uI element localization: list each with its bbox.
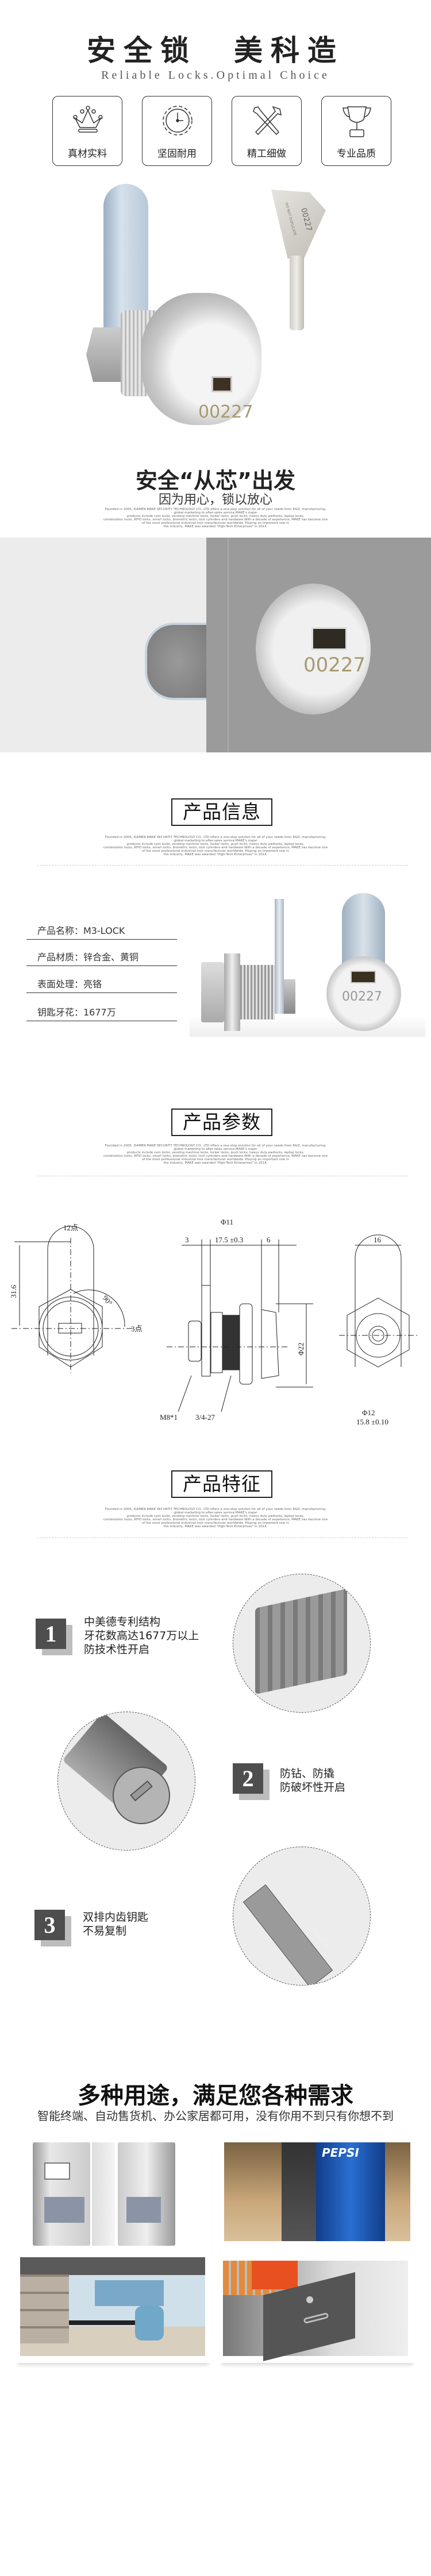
blurb-line: of the most professional industrial lock…: [142, 849, 289, 853]
dim-label: Φ12: [362, 1408, 375, 1417]
company-blurb: Founded in 2005, XIAMEN MAKE SECURITY TE…: [0, 836, 431, 856]
company-blurb: Founded in 2005, XIAMEN MAKE SECURITY TE…: [0, 508, 431, 528]
feature-text: 中美德专利结构 牙花数高达1677万以上 防技术性开启: [84, 1615, 199, 1656]
blurb-line: combination locks, RFID locks, smart loc…: [103, 518, 328, 522]
core-subtitle: 因为用心，锁以放心: [158, 493, 272, 507]
page-subtitle: Reliable Locks.Optimal Choice: [101, 69, 330, 82]
feature-text: 双排内齿钥匙 不易复制: [83, 1910, 148, 1938]
info-row-name: 产品名称：M3-LOCK: [26, 923, 177, 940]
double-row-key-image: MAKE: [233, 1847, 371, 1986]
blurb-line: of the most professional industrial lock…: [142, 1521, 289, 1525]
feature-line: 双排内齿钥匙: [83, 1911, 149, 1924]
blurb-line: products include cam locks, vending mach…: [126, 515, 305, 518]
blurb-line: global marketing to after-sales service.…: [174, 511, 257, 515]
blurb-line: combination locks, RFID locks, smart loc…: [103, 1154, 328, 1158]
blurb-line: products include cam locks, vending mach…: [126, 1151, 305, 1154]
dim-label: 17.5 ±0.3: [215, 1235, 243, 1244]
badge-durable: 坚固耐用: [142, 96, 212, 166]
company-blurb: Founded in 2005, XIAMEN MAKE SECURITY TE…: [0, 1144, 431, 1165]
dim-label: 3: [185, 1235, 189, 1244]
pin-structure-image: [233, 1574, 371, 1713]
blurb-line: Founded in 2005, XIAMEN MAKE SECURITY TE…: [105, 1508, 326, 1511]
dim-label: 6: [267, 1235, 271, 1244]
technical-drawing: 12点 31.6 90° 3点 Φ11 3 17.5 ±0.3 6 Φ22 M8…: [9, 1218, 420, 1424]
feature-line: 不易复制: [83, 1925, 127, 1937]
lock-number: 00227: [198, 402, 253, 422]
badge-label: 坚固耐用: [157, 148, 197, 160]
badge-label: 专业品质: [337, 148, 376, 160]
feature-line: 中美德专利结构: [84, 1616, 161, 1628]
dim-label: Φ11: [221, 1218, 233, 1226]
blurb-line: of the most professional industrial lock…: [142, 522, 289, 525]
section-title-params: 产品参数: [171, 1109, 272, 1136]
dim-label: 31.6: [9, 1285, 18, 1298]
uses-title: 多种用途，满足您各种需求: [78, 2083, 353, 2109]
blurb-line: Founded in 2005, XIAMEN MAKE SECURITY TE…: [105, 1144, 326, 1148]
blurb-line: products include cam locks, vending mach…: [126, 843, 305, 846]
feature-number: 1: [36, 1619, 66, 1649]
lock-number: 00227: [303, 654, 366, 677]
blurb-line: the industry, MAKE was awarded "High-Tec…: [163, 1525, 268, 1528]
blurb-line: the industry, MAKE was awarded "High-Tec…: [163, 1161, 268, 1165]
info-row-material: 产品材质：锌合金、黄铜: [26, 949, 177, 966]
feature-number: 3: [34, 1910, 65, 1940]
info-row-key-combos: 钥匙牙花：1677万: [26, 1005, 177, 1021]
blurb-line: global marketing to after-sales service.…: [174, 1511, 257, 1515]
feature-line: 牙花数高达1677万以上: [84, 1629, 199, 1642]
blurb-line: the industry, MAKE was awarded "High-Tec…: [163, 525, 268, 528]
badge-label: 精工细做: [247, 148, 286, 160]
dim-label: 15.8 ±0.10: [356, 1418, 388, 1424]
blurb-line: the industry, MAKE was awarded "High-Tec…: [163, 853, 268, 856]
hero-lock-image: 00227: [86, 184, 264, 437]
dim-label: Φ22: [297, 1342, 305, 1355]
uses-subtitle: 智能终端、自动售货机、办公家居都可用，没有你用不到只有你想不到: [37, 2109, 394, 2123]
dim-label: 3点: [131, 1324, 143, 1333]
lock-number: 00227: [342, 990, 382, 1004]
dim-label: 3/4-27: [195, 1413, 215, 1422]
divider: [37, 865, 408, 866]
dim-label: 90°: [101, 1293, 114, 1307]
blurb-line: combination locks, RFID locks, smart loc…: [103, 1518, 328, 1521]
company-blurb: Founded in 2005, XIAMEN MAKE SECURITY TE…: [0, 1508, 431, 1528]
dim-label: M8*1: [160, 1413, 178, 1422]
feature-line: 防钻、防撬: [280, 1767, 335, 1780]
crown-icon: [73, 106, 103, 133]
photo-atm: [16, 2142, 211, 2253]
blurb-line: Founded in 2005, XIAMEN MAKE SECURITY TE…: [105, 836, 326, 839]
blurb-line: of the most professional industrial lock…: [142, 1158, 289, 1161]
feature-text: 防钻、防撬 防破坏性开启: [280, 1767, 345, 1794]
tools-icon: [253, 106, 282, 136]
product-side-photo: 00227: [190, 893, 425, 1037]
blurb-line: products include cam locks, vending mach…: [126, 1515, 305, 1518]
section-title-features: 产品特征: [171, 1470, 272, 1498]
badge-craft: 精工细做: [232, 96, 302, 166]
feature-line: 防技术性开启: [84, 1643, 150, 1656]
blurb-line: global marketing to after-sales service.…: [174, 839, 257, 843]
cylinder-image: [57, 1712, 195, 1851]
key-image: DO NOT DUPLICATE 00227: [271, 190, 349, 330]
feature-line: 防破坏性开启: [280, 1781, 346, 1794]
trophy-icon: [343, 106, 371, 137]
badge-material: 真材实料: [52, 96, 122, 166]
page-title: 安全锁 美科造: [87, 34, 344, 67]
core-title: 安全“从芯”出发: [136, 468, 295, 493]
badge-quality: 专业品质: [321, 96, 391, 166]
clock-gear-icon: [163, 106, 193, 136]
blurb-line: combination locks, RFID locks, smart loc…: [103, 846, 328, 849]
photo-office: [16, 2253, 211, 2363]
photo-vending: PEPSI: [220, 2142, 415, 2253]
vending-brand: PEPSI: [322, 2146, 359, 2160]
dim-label: 16: [374, 1235, 382, 1244]
cabinet-lock-photo: 00227: [0, 538, 431, 752]
photo-file-cabinet: [220, 2253, 415, 2363]
dim-label: 12点: [63, 1223, 78, 1232]
feature-number: 2: [233, 1763, 263, 1794]
blurb-line: global marketing to after-sales service.…: [174, 1148, 257, 1151]
info-row-finish: 表面处理：亮铬: [26, 976, 177, 993]
badge-label: 真材实料: [68, 148, 107, 160]
section-title-info: 产品信息: [171, 798, 272, 826]
blurb-line: Founded in 2005, XIAMEN MAKE SECURITY TE…: [105, 508, 326, 511]
